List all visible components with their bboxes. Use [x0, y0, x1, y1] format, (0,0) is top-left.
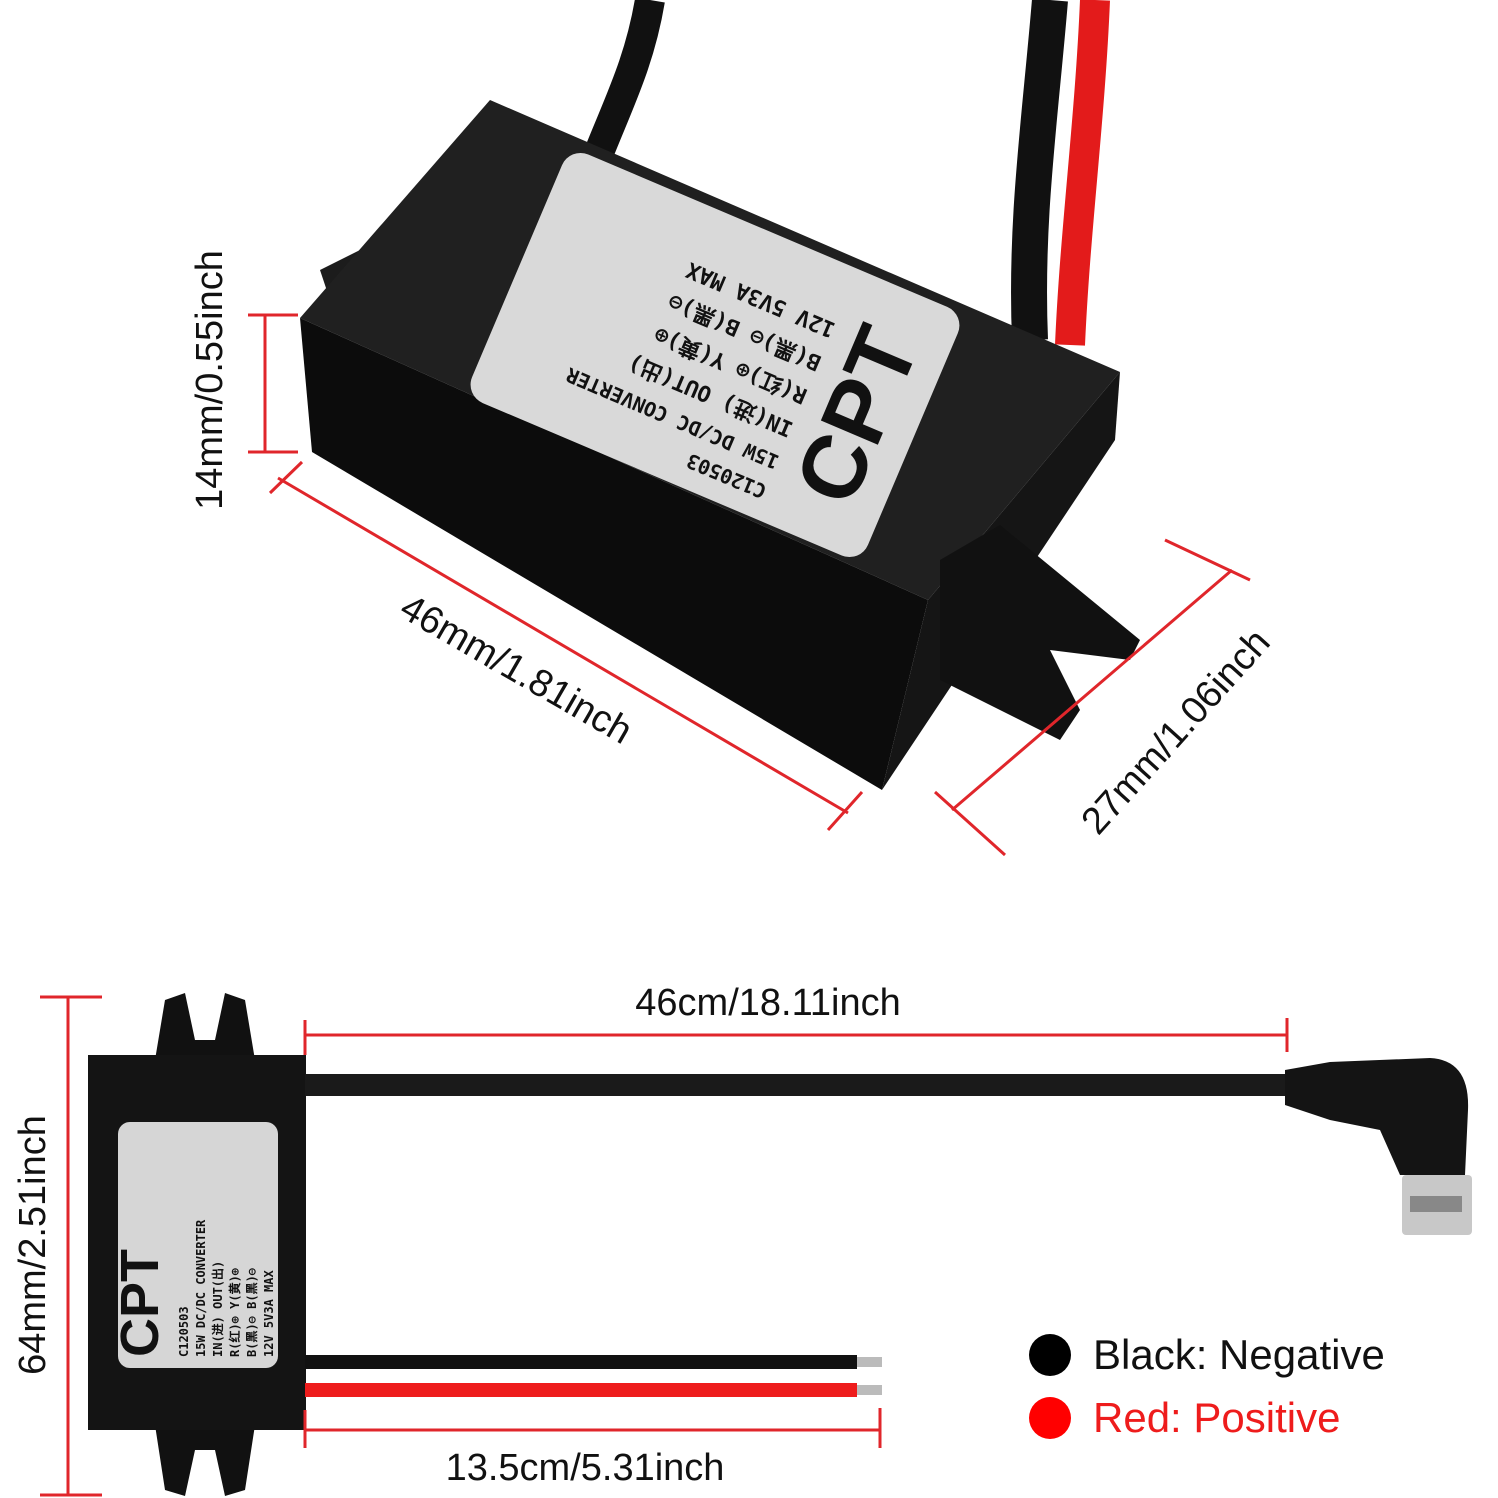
legend-red: Red: Positive	[1093, 1394, 1340, 1441]
input-wire-black	[305, 1355, 857, 1369]
top-cable-left	[586, 0, 665, 156]
height-dimension-label: 14mm/0.55inch	[189, 250, 231, 510]
usb-cable-length-label: 46cm/18.11inch	[635, 982, 900, 1024]
input-wire-red	[305, 1383, 857, 1397]
side-label-voltage: 12V 5V3A MAX	[262, 1270, 276, 1357]
bottom-mounting-tab	[155, 1425, 255, 1496]
usb-cable	[305, 1074, 1290, 1096]
input-wire-length-label: 13.5cm/5.31inch	[446, 1447, 725, 1489]
top-mounting-tab	[155, 993, 255, 1060]
top-wire-black	[1011, 0, 1068, 341]
side-label-negative: B(黑)⊖ B(黑)⊖	[245, 1267, 259, 1357]
side-label-spec: 15W DC/DC CONVERTER	[194, 1219, 208, 1357]
mounting-tab	[940, 525, 1140, 740]
black-dot-icon	[1029, 1334, 1071, 1376]
red-dot-icon	[1029, 1397, 1071, 1439]
side-label-in-out: IN(进) OUT(出)	[210, 1261, 225, 1357]
wire-legend: Black: Negative Red: Positive	[1029, 1331, 1385, 1441]
side-label-brand: CPT	[110, 1249, 170, 1357]
converter-top-view: CPT C120503 15W DC/DC CONVERTER IN(进) OU…	[300, 100, 1140, 790]
red-wire-tip	[857, 1385, 882, 1395]
side-label-model: C120503	[177, 1306, 191, 1357]
legend-black: Black: Negative	[1093, 1331, 1385, 1378]
label-plate	[470, 152, 960, 558]
device-label-side	[118, 1122, 278, 1368]
converter-side-view: CPT C120503 15W DC/DC CONVERTER IN(进) OU…	[88, 993, 1472, 1496]
side-label-positive: R(红)⊕ Y(黄)⊕	[227, 1267, 242, 1357]
black-wire-tip	[857, 1357, 882, 1367]
box-front-face	[300, 318, 928, 790]
dimension-lines-top	[248, 313, 1251, 857]
micro-usb-connector	[1285, 1058, 1472, 1235]
total-height-label: 64mm/2.51inch	[12, 1115, 54, 1375]
dimension-lines-bottom	[40, 995, 1289, 1497]
side-label-text: CPT C120503 15W DC/DC CONVERTER IN(进) OU…	[110, 1219, 276, 1357]
top-wire-red	[1055, 0, 1110, 346]
